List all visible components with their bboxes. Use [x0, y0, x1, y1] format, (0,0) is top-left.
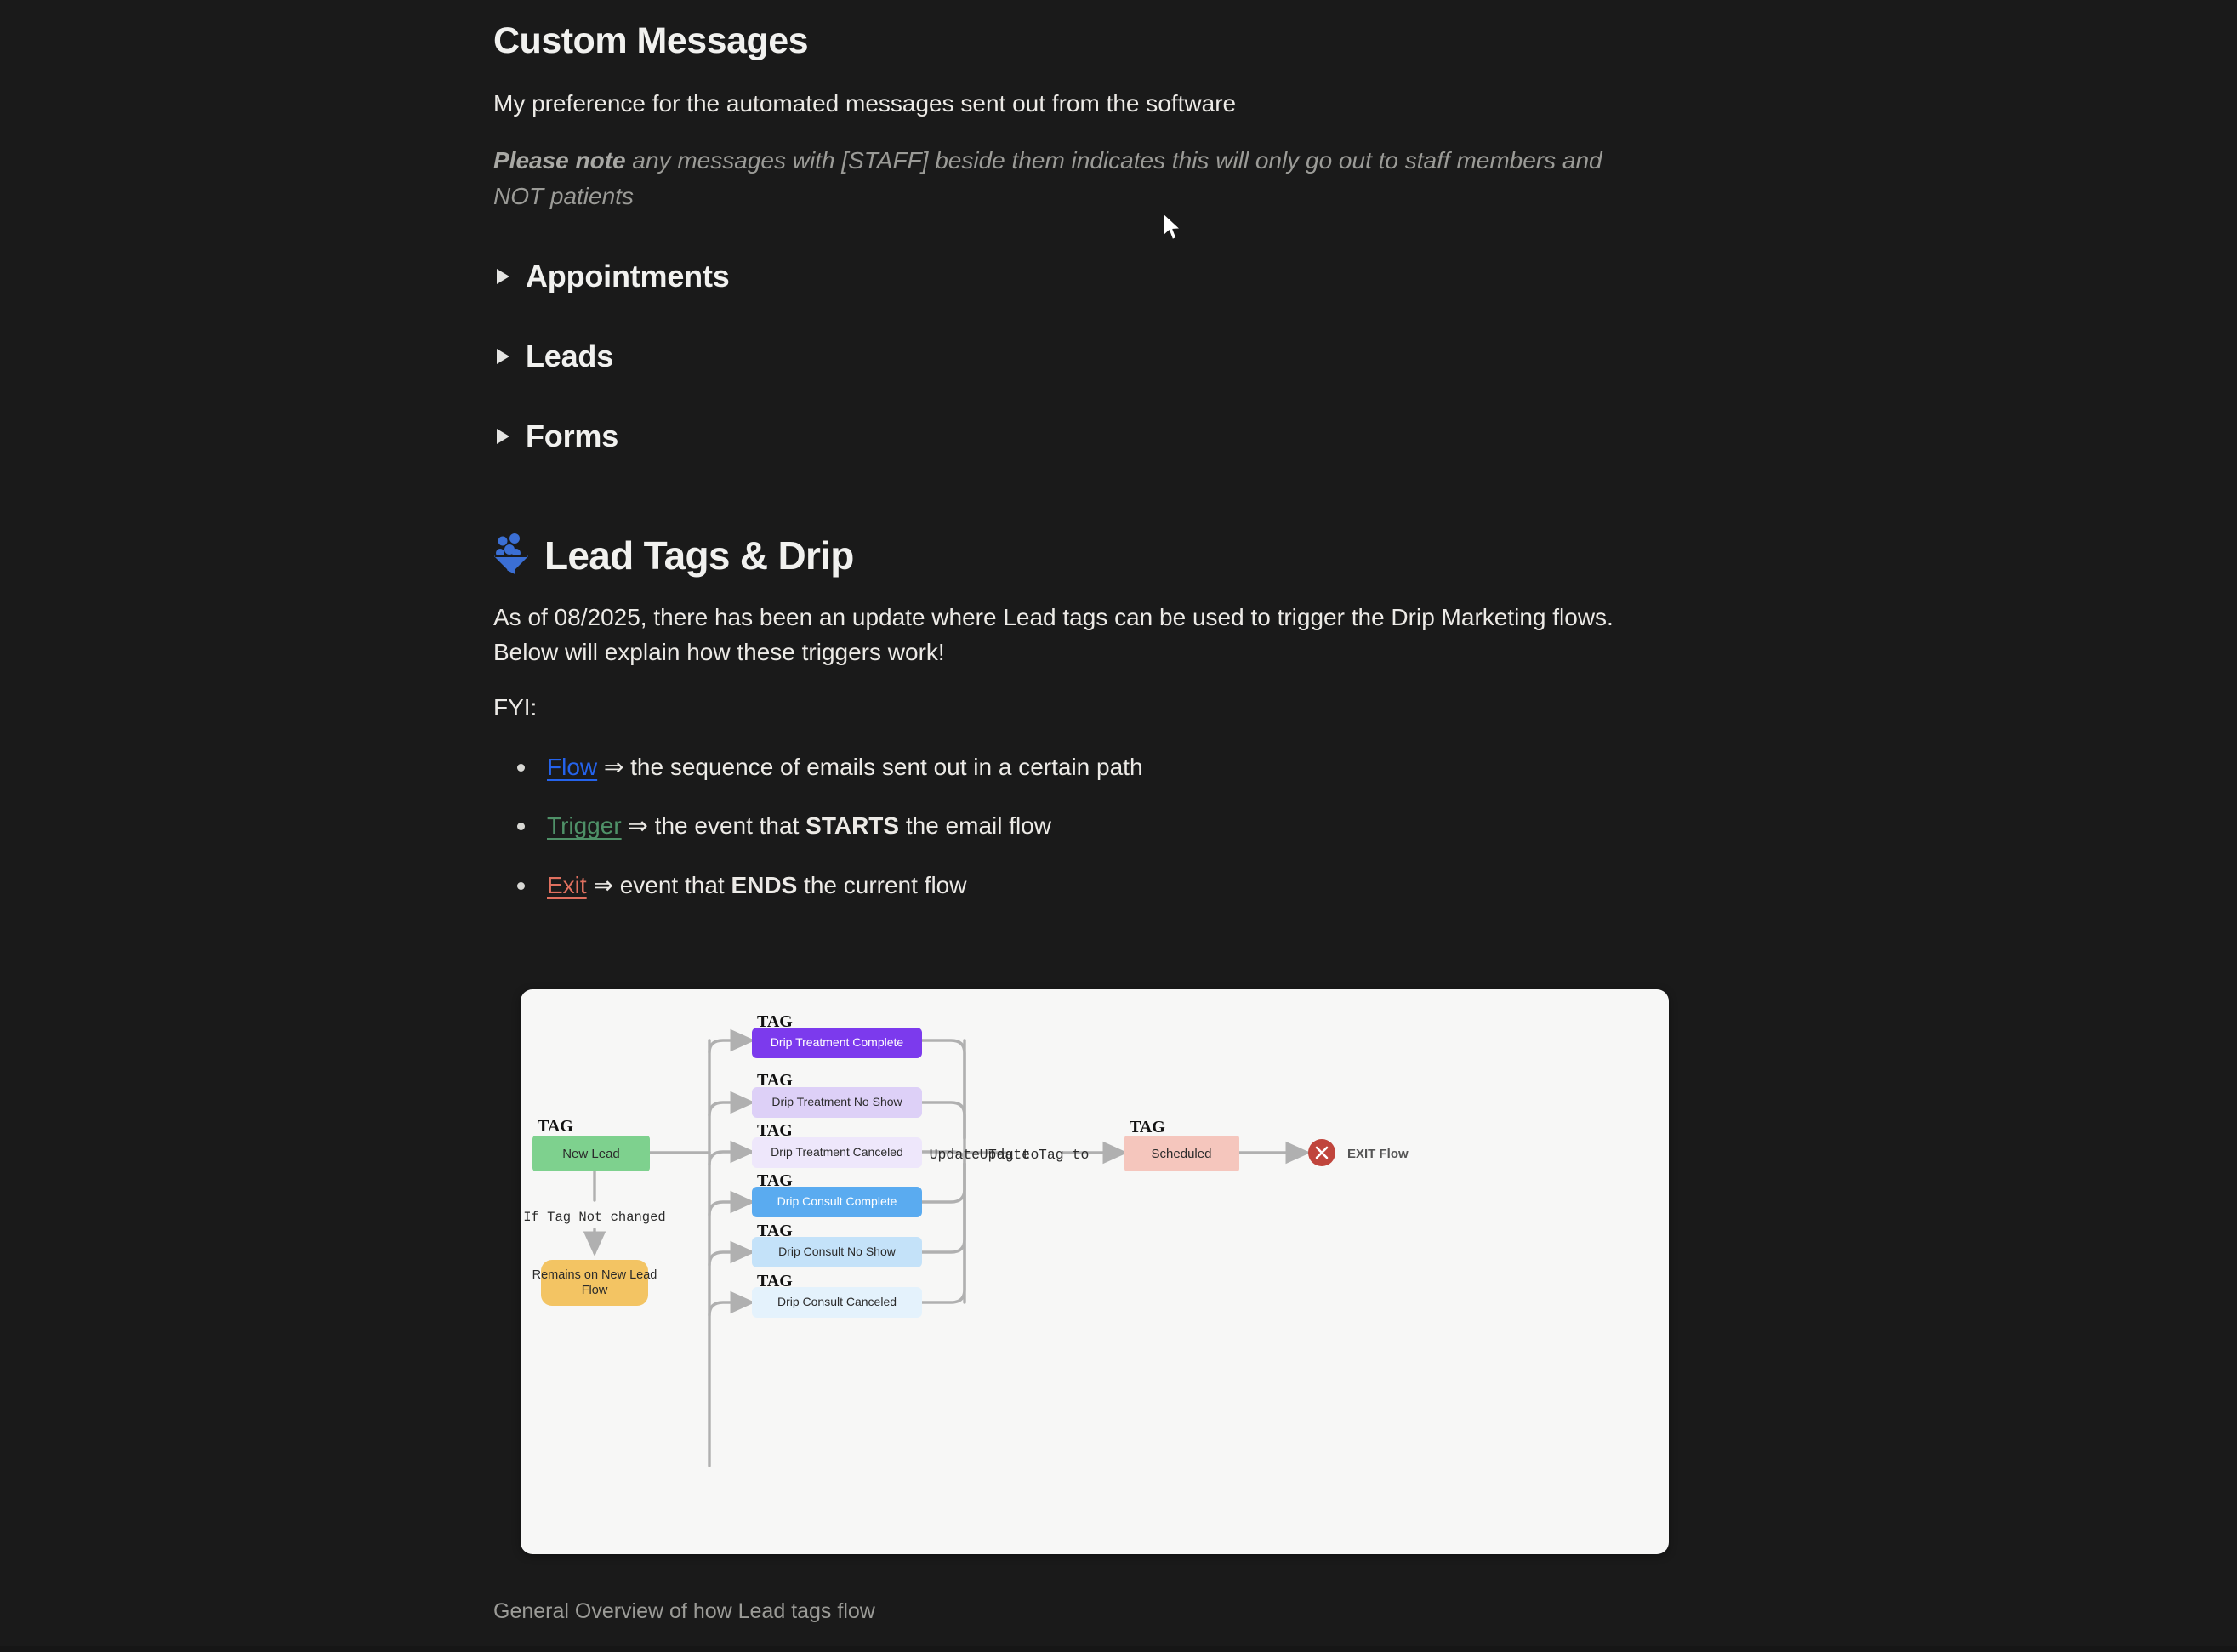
- node-drip-treatment-no-show[interactable]: TAG Drip Treatment No Show: [752, 1071, 922, 1118]
- document-content: Custom Messages My preference for the au…: [493, 0, 1684, 902]
- toggle-forms[interactable]: Forms: [493, 419, 1684, 454]
- exit-link[interactable]: Exit: [547, 871, 587, 898]
- flow-diagram-svg: Update Tag to TAG New Lead If Tag Not ch…: [523, 1012, 1409, 1467]
- node-label: Drip Treatment No Show: [771, 1095, 902, 1108]
- tag-label: TAG: [757, 1222, 793, 1240]
- bullet-dot-icon: [517, 881, 525, 890]
- node-drip-consult-complete[interactable]: TAG Drip Consult Complete: [752, 1171, 922, 1217]
- node-label: Drip Consult Complete: [777, 1194, 897, 1208]
- bullet-dot-icon: [517, 823, 525, 831]
- bullet-dot-icon: [517, 764, 525, 772]
- diagram-connectors: [583, 1028, 1311, 1467]
- flow-link[interactable]: Flow: [547, 754, 598, 781]
- exit-definition-pre: ⇒ event that: [586, 871, 731, 898]
- list-item: Trigger ⇒ the event that STARTS the emai…: [493, 809, 1684, 842]
- node-remains-label-2: Flow: [582, 1284, 608, 1297]
- bottom-divider: [0, 1646, 2237, 1652]
- edge-label-update-tag-right: Update Tag to: [980, 1147, 1090, 1163]
- list-item: Exit ⇒ event that ENDS the current flow: [493, 869, 1684, 902]
- page-subtitle: My preference for the automated messages…: [493, 89, 1237, 117]
- node-label: Drip Consult No Show: [778, 1245, 897, 1258]
- toggle-leads[interactable]: Leads: [493, 339, 1684, 374]
- trigger-definition-bold: STARTS: [805, 812, 900, 840]
- page-title: Custom Messages: [493, 20, 809, 61]
- node-drip-treatment-canceled[interactable]: TAG Drip Treatment Canceled: [752, 1121, 922, 1168]
- toggle-appointments-label: Appointments: [526, 259, 730, 294]
- tag-label: TAG: [757, 1071, 793, 1090]
- chevron-right-icon: [497, 349, 509, 365]
- node-drip-treatment-complete[interactable]: TAG Drip Treatment Complete: [752, 1012, 922, 1058]
- toggle-appointments[interactable]: Appointments: [493, 259, 1684, 294]
- tag-label: TAG: [757, 1121, 793, 1140]
- node-drip-consult-no-show[interactable]: TAG Drip Consult No Show: [752, 1222, 922, 1267]
- toggle-forms-label: Forms: [526, 419, 619, 454]
- staff-note-text: any messages with [STAFF] beside them in…: [493, 147, 1602, 210]
- node-remains-label-1: Remains on New Lead: [532, 1268, 657, 1282]
- lead-tags-title: Lead Tags & Drip: [544, 533, 854, 578]
- staff-note-bold: Please note: [493, 147, 626, 174]
- exit-definition-bold: ENDS: [731, 871, 798, 898]
- list-item: Flow ⇒ the sequence of emails sent out i…: [493, 750, 1684, 783]
- node-new-lead-label: New Lead: [562, 1147, 620, 1161]
- tag-label: TAG: [1130, 1118, 1165, 1136]
- lead-tags-intro: As of 08/2025, there has been an update …: [493, 604, 1614, 665]
- exit-definition-post: the current flow: [797, 871, 967, 898]
- tag-label: TAG: [757, 1171, 793, 1190]
- trigger-link[interactable]: Trigger: [547, 812, 622, 840]
- node-label: Drip Treatment Canceled: [771, 1145, 903, 1159]
- node-new-lead-tag: TAG: [538, 1117, 573, 1136]
- lead-tags-heading: Lead Tags & Drip: [493, 533, 1684, 578]
- trigger-definition-post: the email flow: [899, 812, 1052, 840]
- edge-label-if-tag-not-changed: If Tag Not changed: [523, 1210, 665, 1225]
- fyi-label: FYI:: [493, 693, 538, 721]
- tag-label: TAG: [757, 1272, 793, 1290]
- node-drip-consult-canceled[interactable]: TAG Drip Consult Canceled: [752, 1272, 922, 1318]
- toggle-leads-label: Leads: [526, 339, 614, 374]
- diagram-caption: General Overview of how Lead tags flow: [493, 1599, 875, 1623]
- node-scheduled[interactable]: TAG Scheduled: [1124, 1118, 1239, 1171]
- node-label: Drip Consult Canceled: [777, 1295, 897, 1308]
- node-remains-new-lead-flow[interactable]: Remains on New Lead Flow: [532, 1260, 657, 1306]
- chevron-right-icon: [497, 269, 509, 285]
- trigger-definition-pre: ⇒ the event that: [621, 812, 806, 840]
- chevron-right-icon: [497, 429, 509, 445]
- node-label: Drip Treatment Complete: [771, 1035, 904, 1049]
- close-x-icon: [1315, 1146, 1329, 1159]
- edge-label-update-tag-left: Update Tag to: [930, 1147, 1039, 1163]
- exit-flow-label: EXIT Flow: [1347, 1147, 1409, 1161]
- definitions-list: Flow ⇒ the sequence of emails sent out i…: [493, 750, 1684, 902]
- node-scheduled-label: Scheduled: [1152, 1147, 1212, 1161]
- lead-tag-flow-diagram[interactable]: Update Tag to TAG New Lead If Tag Not ch…: [521, 989, 1669, 1554]
- exit-node[interactable]: EXIT Flow: [1308, 1139, 1409, 1166]
- funnel-icon: [493, 533, 532, 578]
- node-new-lead[interactable]: TAG New Lead: [532, 1117, 650, 1171]
- flow-definition: ⇒ the sequence of emails sent out in a c…: [597, 754, 1143, 781]
- tag-label: TAG: [757, 1012, 793, 1031]
- staff-note: Please note any messages with [STAFF] be…: [493, 143, 1633, 214]
